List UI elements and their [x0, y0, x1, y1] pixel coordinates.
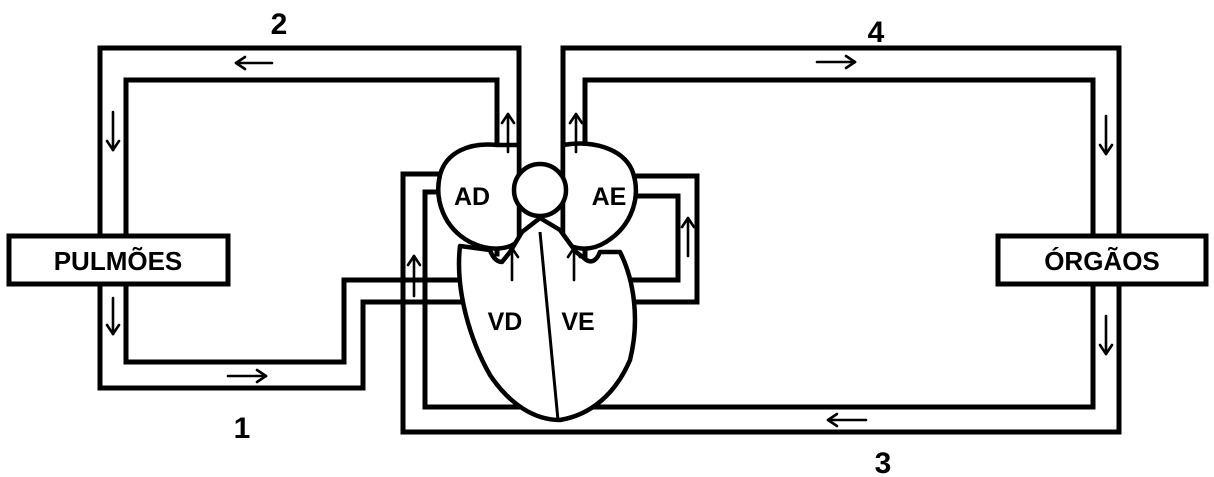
pulmonary-vein-outer-wall — [97, 281, 465, 391]
right-atrium-label: AD — [454, 183, 490, 211]
flow-arrow-up — [566, 246, 582, 282]
right-atrium-shape — [436, 142, 522, 251]
flow-arrow-down — [1098, 314, 1114, 356]
atrial-septum-bulge — [511, 161, 569, 219]
left-atrium-shape — [560, 141, 638, 251]
flow-arrow-up — [680, 216, 696, 258]
organs-box — [995, 233, 1209, 287]
aorta-inner-wall — [582, 77, 1096, 259]
flow-arrow-right — [815, 54, 857, 70]
flow-arrow-right — [226, 368, 268, 384]
vena-cava-outer-wall — [400, 171, 1122, 435]
right-ventricle-label: VD — [488, 308, 523, 336]
interventricular-septum — [538, 231, 560, 421]
left-atrium-label: AE — [592, 183, 627, 211]
left-ventricle-label: VE — [561, 308, 594, 336]
aorta-number: 4 — [868, 16, 885, 49]
pulmonary-vein-inner-wall — [123, 277, 465, 365]
lungs-box — [6, 233, 231, 287]
flow-arrow-down — [105, 110, 121, 152]
flow-arrow-up — [504, 246, 520, 282]
vena-cava-inner-wall — [422, 189, 1096, 410]
heart — [436, 141, 638, 423]
pulmonary-artery-number: 2 — [271, 8, 288, 41]
lungs-label: PULMÕES — [54, 246, 183, 276]
pulmonary-vein-number: 1 — [234, 412, 251, 445]
flow-arrow-up — [568, 112, 584, 154]
vena-cava-number: 3 — [875, 447, 892, 477]
pulmonary-vein-left-atrium-inner — [617, 173, 700, 305]
flow-arrow-down — [105, 296, 121, 336]
pulmonary-vein-left-atrium-outer — [597, 193, 681, 283]
flow-arrow-up — [406, 254, 422, 298]
flow-arrow-up — [500, 112, 516, 154]
flow-arrow-left — [826, 412, 868, 428]
flow-arrow-down — [1098, 114, 1114, 156]
organs-label: ÓRGÃOS — [1044, 246, 1160, 276]
flow-arrow-left — [234, 55, 274, 71]
